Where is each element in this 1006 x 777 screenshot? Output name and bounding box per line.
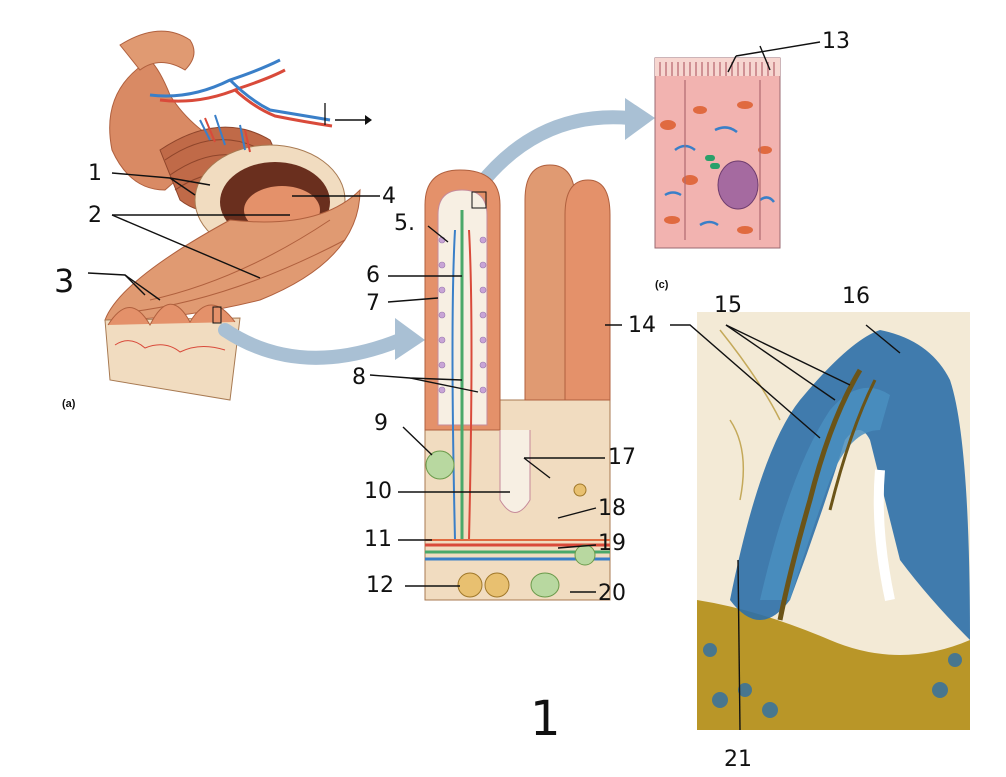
arrow-b-to-c	[473, 110, 637, 192]
label-17: 17	[608, 445, 636, 470]
label-19: 19	[598, 531, 626, 556]
leader-lines	[87, 41, 901, 731]
label-1: 1	[88, 161, 102, 186]
arrow-a-to-b	[218, 323, 407, 365]
label-16: 16	[842, 284, 870, 309]
label-2: 2	[88, 203, 102, 228]
label-6: 6	[366, 263, 380, 288]
panel-b-villi	[424, 164, 611, 601]
label-7: 7	[366, 291, 380, 316]
panel-label-a: (a)	[62, 398, 76, 410]
label-20: 20	[598, 581, 626, 606]
label-15: 15	[714, 293, 742, 318]
label-13: 13	[822, 29, 850, 54]
micrograph	[697, 312, 970, 730]
label-8: 8	[352, 365, 366, 390]
label-12: 12	[366, 573, 394, 598]
label-10: 10	[364, 479, 392, 504]
label-18: 18	[598, 496, 626, 521]
label-3: 3	[54, 262, 74, 300]
label-21: 21	[724, 747, 752, 772]
label-11: 11	[364, 527, 392, 552]
labels: (a) (c) 1 2 3 4 5. 6 7 8 9 10 11 12 13 1…	[54, 29, 870, 772]
panel-a-intestine	[104, 30, 361, 401]
panel-c-cell	[654, 57, 781, 249]
label-5: 5.	[394, 211, 415, 236]
page-mark: 1	[530, 691, 561, 747]
label-14: 14	[628, 313, 656, 338]
label-4: 4	[382, 184, 396, 209]
panel-label-c: (c)	[655, 279, 669, 291]
label-9: 9	[374, 411, 388, 436]
